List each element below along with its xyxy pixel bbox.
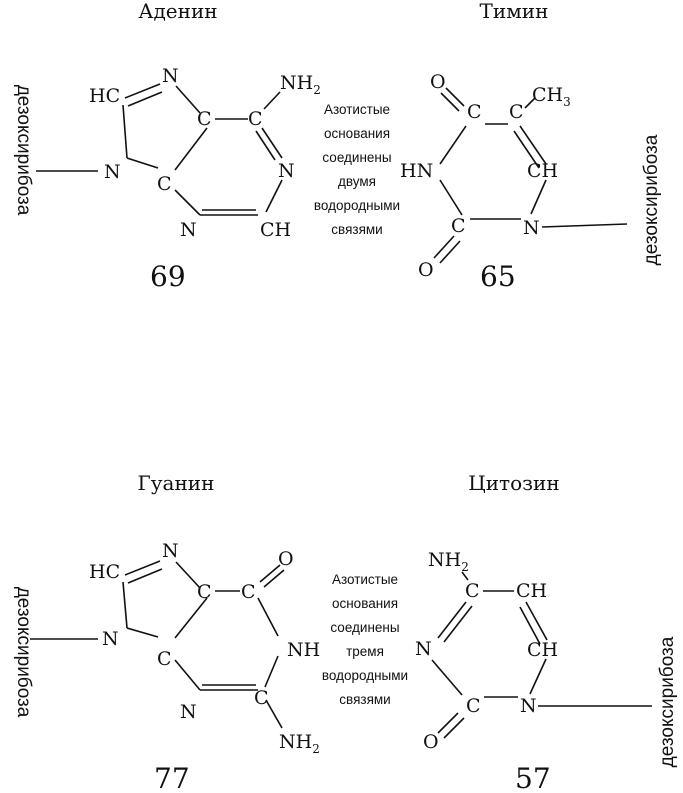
svg-text:O: O xyxy=(418,259,434,281)
svg-text:водородными: водородными xyxy=(322,668,408,683)
svg-text:Азотистые: Азотистые xyxy=(332,572,398,587)
svg-text:основания: основания xyxy=(324,126,390,141)
svg-text:соединены: соединены xyxy=(330,620,399,635)
guanine-title: Гуанин xyxy=(138,471,215,495)
svg-text:C: C xyxy=(254,687,269,709)
svg-text:Азотистые: Азотистые xyxy=(324,102,390,117)
adenine-title: Аденин xyxy=(138,0,217,23)
cytosine-title: Цитозин xyxy=(468,471,559,495)
adenine-number: 69 xyxy=(150,260,186,293)
svg-text:N: N xyxy=(523,217,540,239)
thymine-number: 65 xyxy=(480,260,516,293)
guanine-structure: HC N N C C C O NH C N NH2 77 xyxy=(30,540,320,793)
svg-text:NH2: NH2 xyxy=(428,549,469,574)
adenine-thymine-note: Азотистые основания соединены двумя водо… xyxy=(314,102,400,237)
svg-text:N: N xyxy=(180,219,197,241)
svg-text:N: N xyxy=(180,701,197,723)
svg-text:N: N xyxy=(162,540,179,562)
svg-text:тремя: тремя xyxy=(346,644,384,659)
svg-text:HN: HN xyxy=(400,160,433,182)
svg-text:C: C xyxy=(241,581,256,603)
svg-text:HC: HC xyxy=(89,85,120,107)
svg-text:CH: CH xyxy=(527,160,558,182)
svg-text:C: C xyxy=(509,101,524,123)
adenine-sugar-label: дезоксирибоза xyxy=(13,85,34,216)
thymine-structure: O C C CH3 CH HN C N O 65 xyxy=(400,71,628,293)
svg-text:HC: HC xyxy=(89,561,120,583)
svg-text:водородными: водородными xyxy=(314,198,400,213)
svg-text:N: N xyxy=(162,65,179,87)
svg-text:NH: NH xyxy=(287,639,320,661)
svg-text:двумя: двумя xyxy=(338,174,376,189)
svg-text:O: O xyxy=(278,548,294,570)
svg-text:связями: связями xyxy=(331,222,382,237)
guanine-cytosine-pair: Гуанин Цитозин дезоксирибоза дезоксирибо… xyxy=(13,471,678,793)
svg-text:C: C xyxy=(467,101,482,123)
svg-text:связями: связями xyxy=(339,692,390,707)
svg-text:NH2: NH2 xyxy=(279,731,320,756)
svg-text:O: O xyxy=(423,731,439,753)
svg-text:C: C xyxy=(157,173,172,195)
svg-text:C: C xyxy=(451,215,466,237)
svg-text:C: C xyxy=(157,648,172,670)
guanine-cytosine-note: Азотистые основания соединены тремя водо… xyxy=(322,572,408,707)
guanine-number: 77 xyxy=(154,762,190,793)
svg-text:O: O xyxy=(430,71,446,93)
svg-text:CH: CH xyxy=(260,219,291,241)
svg-text:NH2: NH2 xyxy=(280,72,321,97)
cytosine-sugar-label: дезоксирибоза xyxy=(657,636,678,767)
svg-text:N: N xyxy=(278,160,295,182)
svg-text:C: C xyxy=(465,580,480,602)
thymine-title: Тимин xyxy=(480,0,549,23)
guanine-sugar-label: дезоксирибоза xyxy=(13,587,34,718)
svg-text:CH3: CH3 xyxy=(532,84,571,109)
cytosine-number: 57 xyxy=(515,762,551,793)
svg-text:N: N xyxy=(415,638,432,660)
svg-text:C: C xyxy=(197,581,212,603)
adenine-thymine-pair: Аденин Тимин дезоксирибоза дезоксирибоза xyxy=(13,0,662,293)
cytosine-structure: NH2 C CH CH N C N O 57 xyxy=(415,549,652,793)
svg-text:CH: CH xyxy=(516,580,547,602)
svg-text:CH: CH xyxy=(527,639,558,661)
svg-text:N: N xyxy=(520,695,537,717)
svg-text:C: C xyxy=(197,108,212,130)
svg-text:C: C xyxy=(466,695,481,717)
thymine-sugar-bond xyxy=(541,223,628,228)
thymine-sugar-label: дезоксирибоза xyxy=(641,134,662,265)
svg-text:основания: основания xyxy=(332,596,398,611)
svg-text:N: N xyxy=(104,161,121,183)
svg-text:N: N xyxy=(102,628,119,650)
adenine-structure: HC N N C C C N N CH NH2 69 xyxy=(36,65,321,293)
svg-text:C: C xyxy=(248,108,263,130)
svg-text:соединены: соединены xyxy=(322,150,391,165)
